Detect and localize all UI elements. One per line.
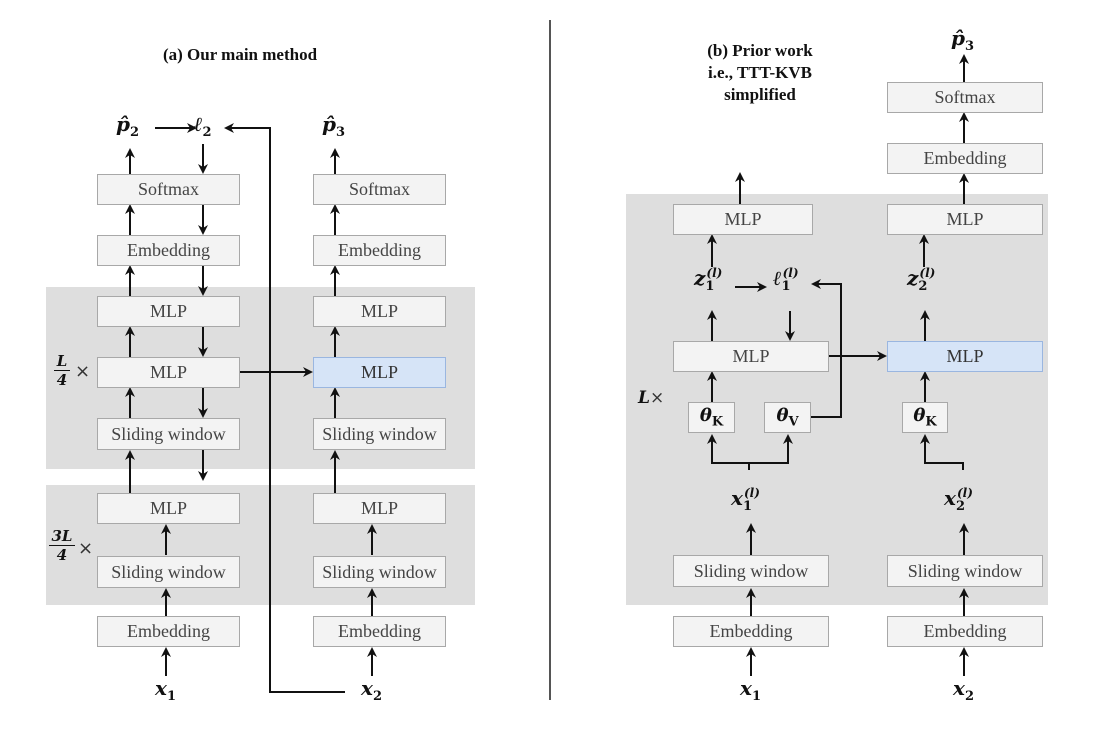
b-input-x1: x1 xyxy=(740,676,761,704)
b-col2-sliding-window-box: Sliding window xyxy=(887,555,1043,587)
b-col1-mlp-top-box: MLP xyxy=(673,204,813,235)
arrow xyxy=(749,434,793,464)
a-repeat-top-times: × xyxy=(75,361,91,382)
b-col1-sliding-window-box: Sliding window xyxy=(673,555,829,587)
a-col1-mlp-bottom-box: MLP xyxy=(97,493,240,524)
b-z1: z1(l) xyxy=(694,266,723,294)
panel-b-title-line-1: (b) Prior work xyxy=(707,41,813,60)
a-input-x2: x2 xyxy=(361,676,382,704)
b-input-x2: x2 xyxy=(953,676,974,704)
a-output-p2: p̂2 xyxy=(116,112,140,140)
b-col2-embedding-in-box: Embedding xyxy=(887,616,1043,647)
panel-divider xyxy=(549,20,551,700)
b-col2-mlp-top-box: MLP xyxy=(887,204,1043,235)
arrow xyxy=(920,434,964,470)
panel-b-title-line-2: i.e., TTT-KVB xyxy=(708,63,812,82)
b-z2: z2(l) xyxy=(907,266,936,294)
a-col1-embedding-out-box: Embedding xyxy=(97,235,240,266)
a-col2-mlp-highlighted-box: MLP xyxy=(313,357,446,388)
arrow xyxy=(224,123,345,693)
b-col1-theta-v-box: θV xyxy=(764,402,811,433)
b-col1-embedding-box: Embedding xyxy=(673,616,829,647)
a-col1-sliding-window-top-box: Sliding window xyxy=(97,418,240,450)
b-col2-theta-k-label: θK xyxy=(913,405,937,430)
a-col1-embedding-in-box: Embedding xyxy=(97,616,240,647)
b-x2-l: x2(l) xyxy=(944,486,973,514)
b-col2-softmax-box: Softmax xyxy=(887,82,1043,113)
a-col2-sliding-window-top-box: Sliding window xyxy=(313,418,446,450)
a-col2-sliding-window-bottom-box: Sliding window xyxy=(313,556,446,588)
arrow xyxy=(810,279,842,418)
a-col1-sliding-window-bottom-box: Sliding window xyxy=(97,556,240,588)
b-col1-mlp-inner-box: MLP xyxy=(673,341,829,372)
b-x1-l: x1(l) xyxy=(731,486,760,514)
b-loss-l1: ℓ1(l) xyxy=(773,266,799,294)
b-col2-mlp-highlighted-box: MLP xyxy=(887,341,1043,372)
b-col2-theta-k-box: θK xyxy=(902,402,948,433)
a-output-p3: p̂3 xyxy=(322,112,346,140)
a-repeat-bottom-times: × xyxy=(78,538,94,559)
b-output-p3: p̂3 xyxy=(951,26,975,54)
a-col2-softmax-box: Softmax xyxy=(313,174,446,205)
panel-b-title: (b) Prior work i.e., TTT-KVB simplified xyxy=(660,40,860,106)
a-repeat-bottom-fraction: 3L 4 xyxy=(49,528,75,563)
panel-b-title-line-3: simplified xyxy=(724,85,796,104)
a-repeat-top-fraction: L 4 xyxy=(54,353,70,388)
a-col1-mlp-box: MLP xyxy=(97,357,240,388)
a-col1-mlp-top-box: MLP xyxy=(97,296,240,327)
panel-a-title: (a) Our main method xyxy=(162,45,318,64)
a-loss-l2: ℓ2 xyxy=(194,112,212,140)
b-col1-theta-k-label: θK xyxy=(699,405,724,430)
a-col2-embedding-in-box: Embedding xyxy=(313,616,446,647)
b-col1-theta-k-box: θK xyxy=(688,402,735,433)
a-col2-embedding-out-box: Embedding xyxy=(313,235,446,266)
arrow xyxy=(707,434,750,470)
repeat-region-b xyxy=(626,194,1048,605)
b-repeat-label: L× xyxy=(638,388,665,408)
a-input-x1: x1 xyxy=(155,676,176,704)
b-col1-theta-v-label: θV xyxy=(776,405,799,430)
a-col2-mlp-top-box: MLP xyxy=(313,296,446,327)
a-col1-softmax-box: Softmax xyxy=(97,174,240,205)
a-col2-mlp-bottom-box: MLP xyxy=(313,493,446,524)
b-col2-embedding-out-box: Embedding xyxy=(887,143,1043,174)
